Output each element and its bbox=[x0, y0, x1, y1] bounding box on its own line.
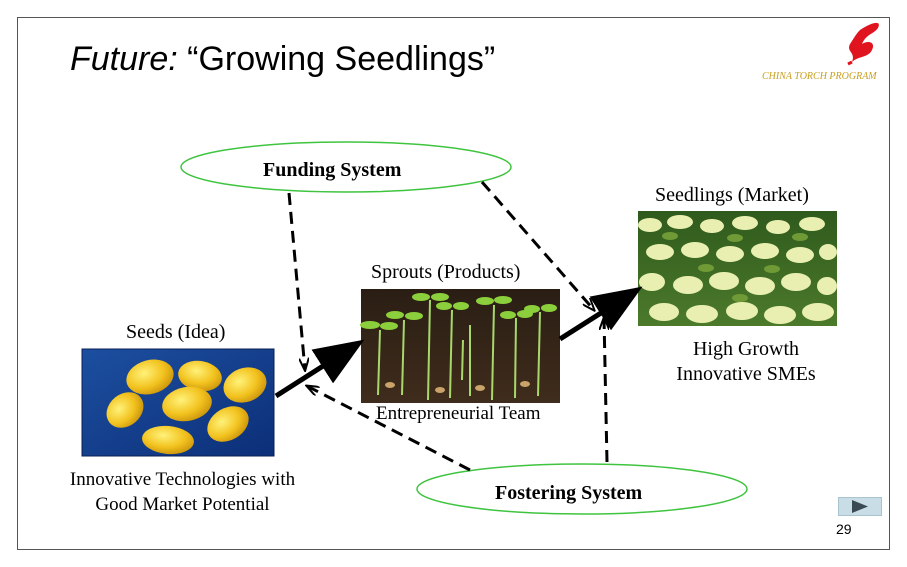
seeds-to-sprouts-arrow bbox=[274, 339, 365, 399]
sprouts-label: Sprouts (Products) bbox=[371, 261, 521, 283]
play-arrow-icon bbox=[852, 500, 868, 513]
fostering-to-seedlings-arrow bbox=[604, 318, 607, 463]
fostering-system-label: Fostering System bbox=[495, 482, 643, 504]
funding-to-seeds-arrow bbox=[287, 192, 305, 370]
sprouts-image bbox=[360, 289, 560, 403]
fostering-system-ellipse bbox=[416, 463, 748, 515]
title-rest: “Growing Seedlings” bbox=[177, 40, 496, 78]
seeds-image bbox=[81, 348, 275, 457]
title-italic: Future: bbox=[70, 40, 178, 78]
seedlings-image bbox=[638, 211, 837, 326]
seeds-caption: Innovative Technologies with Good Market… bbox=[50, 467, 315, 517]
seedlings-label: Seedlings (Market) bbox=[655, 184, 809, 206]
entrepreneurial-team-label: Entrepreneurial Team bbox=[376, 403, 541, 424]
sprouts-to-seedlings-arrow bbox=[558, 286, 643, 342]
slide-frame bbox=[17, 17, 890, 550]
smes-line-1: High Growth bbox=[692, 338, 800, 360]
fostering-to-seeds-arrow bbox=[307, 386, 471, 472]
brand-label: CHINA TORCH PROGRAM bbox=[762, 71, 877, 82]
smes-line-2: Innovative SMEs bbox=[676, 363, 816, 385]
next-slide-button[interactable] bbox=[838, 497, 882, 516]
smes-label: High Growth Innovative SMEs bbox=[661, 337, 831, 387]
slide-title: Future: “Growing Seedlings” bbox=[70, 40, 495, 79]
seeds-label: Seeds (Idea) bbox=[126, 321, 226, 343]
funding-system-ellipse bbox=[180, 141, 512, 193]
page-number: 29 bbox=[836, 521, 852, 537]
seeds-caption-line-2: Good Market Potential bbox=[95, 494, 270, 515]
seeds-caption-line-1: Innovative Technologies with bbox=[69, 469, 296, 490]
torch-logo-icon bbox=[847, 22, 879, 66]
funding-to-seedlings-arrow bbox=[480, 181, 594, 310]
funding-system-label: Funding System bbox=[263, 159, 402, 181]
